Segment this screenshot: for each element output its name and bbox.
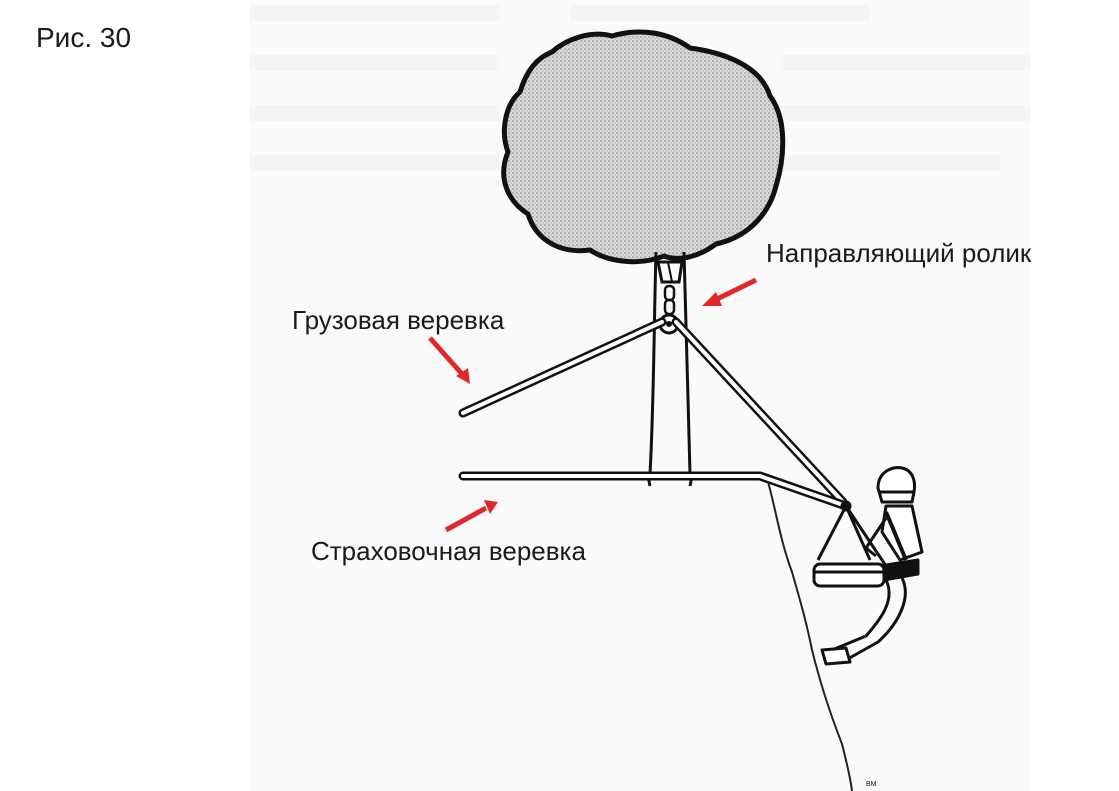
tree-crown [501,29,786,265]
pulley-label: Направляющий ролик [766,238,1032,268]
safety-rope-arrow [444,500,498,533]
cargo-rope [458,317,848,507]
rescuer-figure [812,466,924,666]
arrows [428,277,758,533]
cargo-rope-label: Грузовая веревка [292,305,505,335]
illustrator-mark: BM [866,781,877,788]
safety-rope [458,471,851,511]
cargo-rope-arrow [428,336,470,384]
figure-label: Рис. 30 [36,22,132,53]
pulley-arrow [702,277,758,306]
safety-rope-label: Страховочная веревка [311,536,586,566]
cliff-edge [767,481,853,791]
